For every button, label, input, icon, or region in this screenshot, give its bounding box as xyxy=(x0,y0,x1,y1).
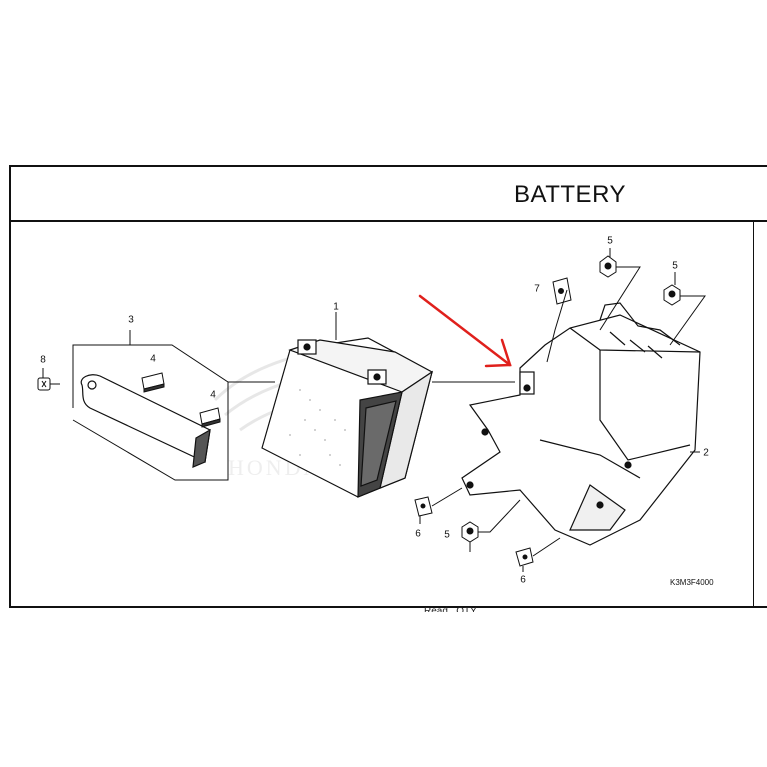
battery xyxy=(261,337,434,498)
callout-5a: 5 xyxy=(607,235,613,247)
clip-nut xyxy=(414,496,433,517)
bolt xyxy=(599,255,625,278)
callout-2: 2 xyxy=(703,447,709,459)
callout-6a: 6 xyxy=(415,528,421,540)
callout-1: 1 xyxy=(333,301,339,313)
screw xyxy=(37,377,60,391)
bolt xyxy=(663,284,688,306)
clip-nut xyxy=(552,277,572,305)
callout-5b: 5 xyxy=(672,260,678,272)
diagram-header: BATTERY xyxy=(11,167,767,222)
callout-8: 8 xyxy=(40,354,46,366)
callout-4a: 4 xyxy=(150,353,156,365)
footer-partial-text: Read...QTY xyxy=(424,606,477,612)
callout-3: 3 xyxy=(128,314,134,326)
callout-6b: 6 xyxy=(520,574,526,586)
clip-nut xyxy=(515,547,534,567)
callout-4b: 4 xyxy=(210,389,216,401)
callout-5c: 5 xyxy=(444,529,450,541)
bolt-leader-lines xyxy=(478,248,706,533)
band-pad xyxy=(141,372,221,428)
battery-box xyxy=(461,302,701,546)
frame-bottom-rule xyxy=(9,606,767,608)
bolt xyxy=(461,521,479,552)
red-arrow-annotation xyxy=(418,294,512,368)
battery-band xyxy=(80,374,211,468)
figure-code: K3M3F4000 xyxy=(670,578,714,587)
page-title: BATTERY xyxy=(514,181,626,208)
callout-7: 7 xyxy=(534,283,540,295)
right-column-divider xyxy=(753,220,754,608)
